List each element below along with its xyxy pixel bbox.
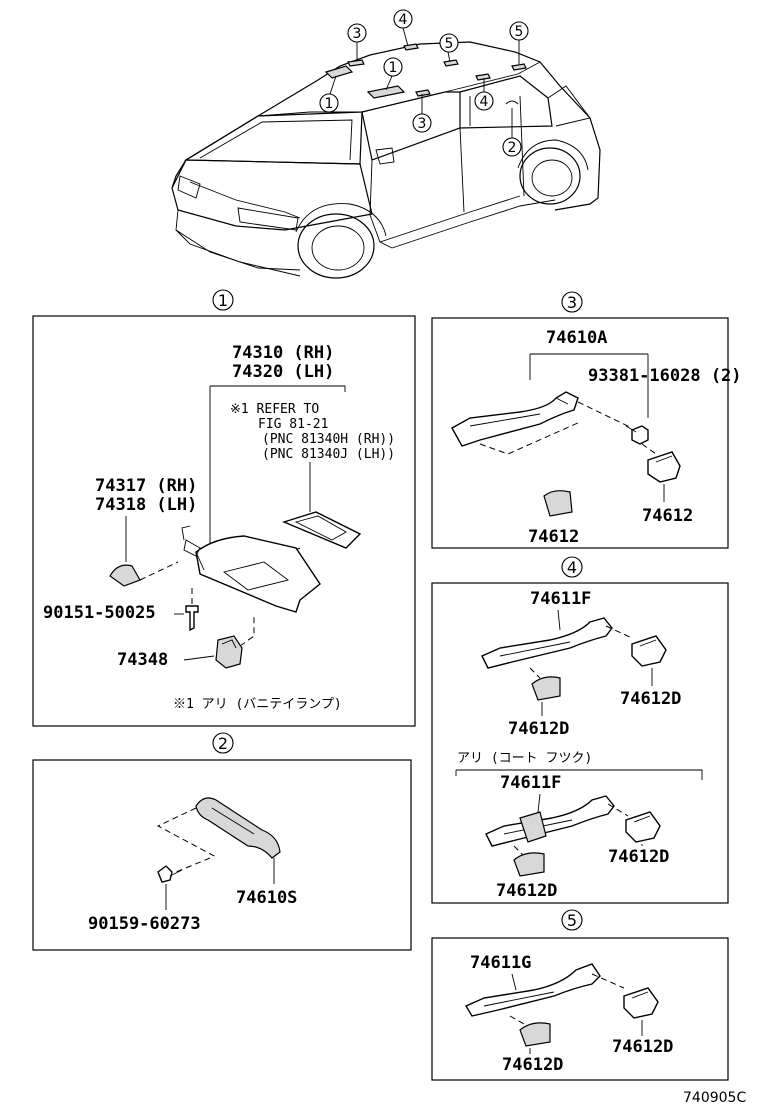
- cover-4a1: 74612D: [620, 689, 681, 709]
- section-2-label: 2: [218, 734, 228, 753]
- svg-text:2: 2: [508, 140, 517, 156]
- cover-5-right: [623, 987, 659, 1019]
- section-1-label: 1: [218, 291, 228, 310]
- cover-4a-left: [531, 676, 561, 701]
- cover-part-3a: 74612: [528, 527, 579, 547]
- section-5-box: [431, 937, 729, 1081]
- section-4: 4 74611F 74612D 74612D アリ (コート フツク) 7461…: [431, 556, 729, 904]
- cover-3-right: [647, 451, 681, 483]
- section-1-footnote: ※1 アリ (バニテイランプ): [173, 697, 342, 712]
- assist-grip-4b: [485, 795, 615, 847]
- section-3-label: 3: [567, 293, 577, 312]
- screw-part-3: 93381-16028 (2): [588, 366, 742, 386]
- sun-visor-part: [181, 525, 321, 613]
- note-line-4: (PNC 81340J (LH)): [262, 447, 395, 462]
- cover-4a2: 74612D: [508, 719, 569, 739]
- assist-grip-4a: [481, 617, 613, 669]
- section-5: 5 74611G 74612D 74612D: [431, 909, 729, 1081]
- section-3-box: [431, 317, 729, 549]
- car-callout-4-lower: 4: [474, 91, 494, 111]
- cover-4b2: 74612D: [496, 881, 557, 901]
- svg-text:4: 4: [480, 94, 489, 110]
- car-callout-1-upper: 1: [383, 57, 403, 77]
- cover-4b-right: [625, 811, 661, 843]
- svg-text:3: 3: [418, 116, 427, 132]
- assist-grip-2: [195, 797, 281, 859]
- section-5-label: 5: [567, 911, 577, 930]
- section-3-marker: [561, 291, 583, 313]
- car-callout-5-top: 5: [509, 21, 529, 41]
- cover-4b-left: [513, 852, 545, 877]
- cover-5-1: 74612D: [612, 1037, 673, 1057]
- holder-part-rh: 74317 (RH): [95, 476, 197, 496]
- grip-part-3: 74610A: [546, 328, 607, 348]
- section-1-box: [32, 315, 416, 727]
- grip-part-4b: 74611F: [500, 773, 561, 793]
- svg-text:1: 1: [325, 96, 334, 112]
- diagram-code: 740905C: [683, 1090, 746, 1106]
- assist-grip-5: [464, 963, 601, 1017]
- svg-text:5: 5: [445, 36, 454, 52]
- visor-part-rh: 74310 (RH): [232, 343, 334, 363]
- car-callout-3-top: 3: [347, 23, 367, 43]
- section-2: 2 90159-60273 74610S: [32, 732, 412, 951]
- car-callout-5-middle: 5: [439, 33, 459, 53]
- assist-grip-3: [451, 391, 579, 447]
- coat-hook-note: アリ (コート フツク): [457, 751, 592, 766]
- grip-part-5: 74611G: [470, 953, 531, 973]
- svg-text:3: 3: [353, 26, 362, 42]
- bolt-part: 90159-60273: [88, 914, 201, 934]
- car-illustration: 3 4 5 1 1 5 3 4: [171, 9, 601, 279]
- car-callout-3-lower: 3: [412, 113, 432, 133]
- screw-icon-3: [625, 425, 649, 445]
- svg-text:5: 5: [515, 24, 524, 40]
- section-3: 3 74610A 93381-16028 (2) 74612 74612: [431, 291, 742, 549]
- visor-holder-part: [109, 564, 141, 587]
- section-4-label: 4: [567, 558, 577, 577]
- grip-part-4a: 74611F: [530, 589, 591, 609]
- cover-3-left: [543, 490, 573, 517]
- cover-4a-right: [631, 635, 667, 667]
- section-5-marker: [561, 909, 583, 931]
- bolt-icon: [157, 865, 183, 883]
- note-line-3: (PNC 81340H (RH)): [262, 432, 395, 447]
- svg-text:4: 4: [399, 12, 408, 28]
- note-line-1: ※1 REFER TO: [230, 402, 319, 417]
- section-1-marker: [212, 289, 234, 311]
- car-callout-2: 2: [502, 137, 522, 157]
- vanity-lamp-part: [281, 511, 362, 549]
- section-4-box: [431, 582, 729, 904]
- car-callout-4-top: 4: [393, 9, 413, 29]
- section-4-marker: [561, 556, 583, 578]
- cover-5-left: [519, 1022, 551, 1047]
- screw-part: 90151-50025: [43, 603, 156, 623]
- cover-part-3b: 74612: [642, 506, 693, 526]
- cover-4b1: 74612D: [608, 847, 669, 867]
- clip-icon: [215, 635, 243, 669]
- clip-part: 74348: [117, 650, 168, 670]
- cover-5-2: 74612D: [502, 1055, 563, 1075]
- note-line-2: FIG 81-21: [258, 417, 328, 432]
- section-1: 1 74310 (RH) 74320 (LH) ※1 REFER TO FIG …: [32, 289, 416, 727]
- section-2-box: [32, 759, 412, 951]
- svg-text:1: 1: [389, 60, 398, 76]
- holder-part-lh: 74318 (LH): [95, 495, 197, 515]
- screw-icon: [185, 605, 199, 632]
- grip-part-2: 74610S: [236, 888, 297, 908]
- visor-part-lh: 74320 (LH): [232, 362, 334, 382]
- car-callout-1-lower: 1: [319, 93, 339, 113]
- section-2-marker: [212, 732, 234, 754]
